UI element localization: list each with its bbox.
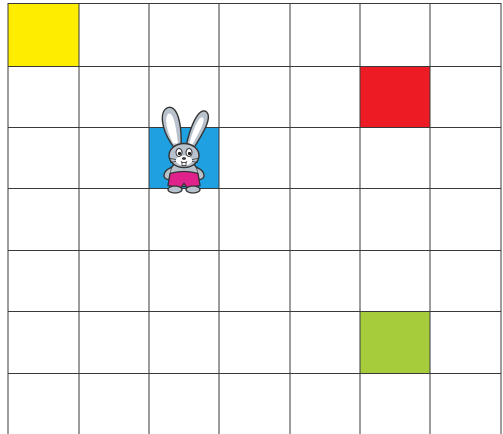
- cell-green[interactable]: [360, 311, 430, 373]
- cell-yellow[interactable]: [8, 3, 79, 66]
- cell-red[interactable]: [360, 66, 430, 127]
